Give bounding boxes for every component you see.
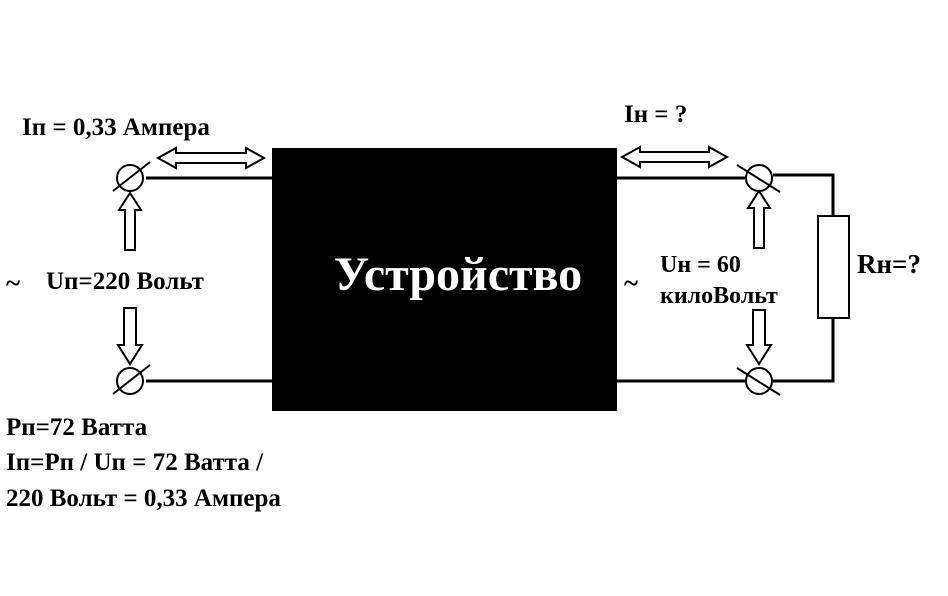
output-current-arrow <box>619 145 730 169</box>
input-current-label: Iп = 0,33 Ампера <box>22 114 210 141</box>
output-current-label: Iн = ? <box>624 101 687 128</box>
input-calc-line-3: 220 Вольт = 0,33 Ампера <box>6 485 281 512</box>
input-voltage-arrow-up <box>117 191 143 251</box>
input-terminal-top <box>112 161 151 192</box>
output-voltage-label-2: килоВольт <box>660 283 778 309</box>
input-voltage-label: Uп=220 Вольт <box>46 268 204 295</box>
input-calc-line-2: Iп=Pп / Uп = 72 Ватта / <box>6 449 264 476</box>
input-voltage-arrow-down <box>116 307 144 366</box>
input-calc-line-1: Pп=72 Ватта <box>6 414 148 441</box>
output-voltage-arrow-down <box>745 309 773 366</box>
load-label: Rн=? <box>857 249 921 279</box>
input-current-arrow <box>155 146 267 170</box>
output-voltage-arrow-up <box>746 189 772 249</box>
device-block <box>272 148 617 411</box>
device-label: Устройство <box>334 248 582 301</box>
input-terminal-bottom <box>112 364 151 395</box>
output-voltage-symbol: ~ <box>624 268 638 298</box>
output-terminal-bottom <box>736 367 781 396</box>
output-voltage-label-1: Uн = 60 <box>660 252 741 278</box>
load-resistor <box>817 215 850 319</box>
load-wire-top <box>773 173 835 215</box>
load-wire-bottom <box>773 319 835 383</box>
input-voltage-symbol: ~ <box>6 268 20 298</box>
